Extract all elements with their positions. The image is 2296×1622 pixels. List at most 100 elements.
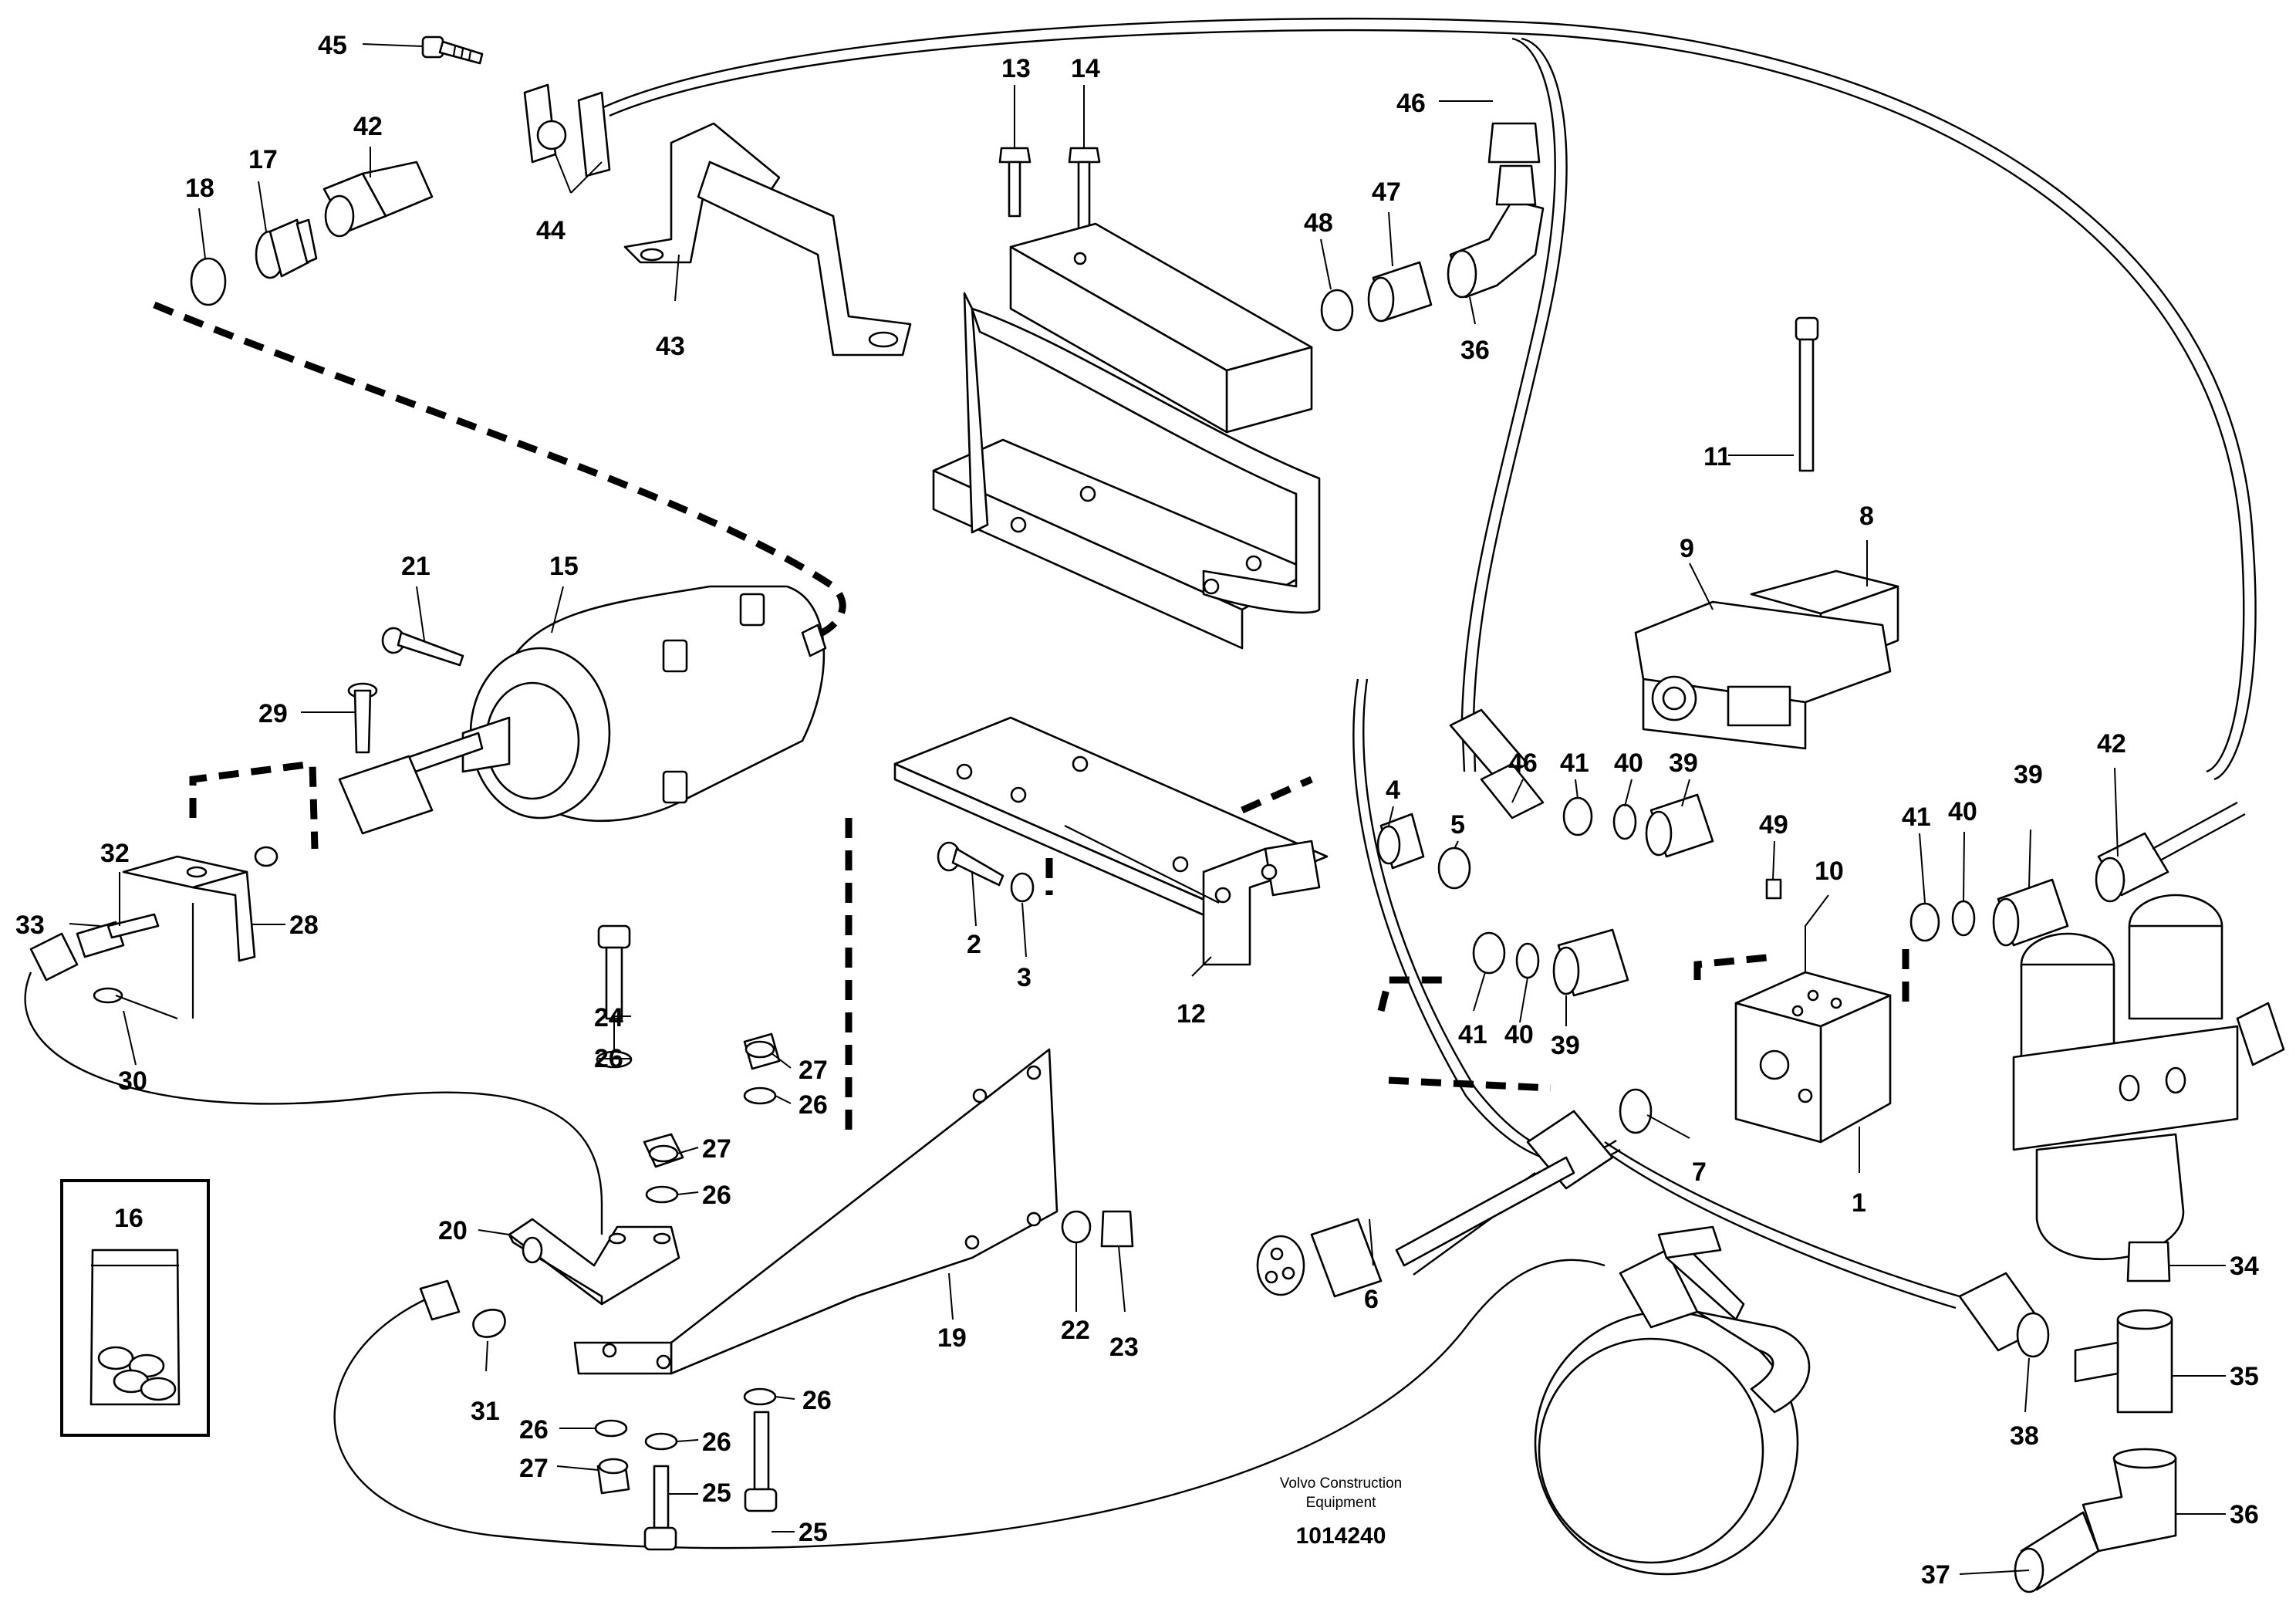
nipple-39-b: [1552, 928, 1629, 997]
callout-14: 14: [1071, 54, 1100, 83]
fitting-46-top: [1487, 122, 1541, 206]
callout-12: 12: [1177, 999, 1206, 1029]
dashed-routings: [153, 301, 1909, 1142]
callout-11: 11: [1703, 442, 1731, 471]
callout-39: 39: [1669, 748, 1698, 778]
callout-26d: 26: [802, 1386, 832, 1415]
nut-23: [1100, 1210, 1134, 1248]
callout-32: 32: [100, 839, 130, 868]
callout-22: 22: [1061, 1316, 1090, 1345]
fitting-38: [1958, 1272, 2050, 1358]
callout-44: 44: [536, 216, 566, 245]
callout-26e: 26: [519, 1415, 549, 1445]
washer-5: [1437, 846, 1471, 890]
o-ring-48: [1320, 289, 1354, 332]
callout-36: 36: [1460, 336, 1490, 365]
clip-31: [472, 1309, 506, 1338]
callout-38: 38: [2010, 1421, 2039, 1451]
callout-47: 47: [1372, 177, 1401, 207]
callout-19: 19: [937, 1323, 967, 1353]
callout-34: 34: [2230, 1252, 2259, 1281]
fitting-42: [322, 161, 434, 238]
washer-3: [1010, 872, 1035, 903]
lower-plate: [893, 716, 1329, 920]
nipple-39-a: [1645, 793, 1714, 858]
nut-27-a: [643, 1133, 684, 1168]
washer-26-d: [594, 1419, 628, 1438]
bracket-20: [508, 1218, 680, 1306]
callout-25b: 25: [799, 1518, 828, 1547]
callout-20: 20: [438, 1216, 468, 1245]
nipple-47: [1367, 261, 1433, 323]
o-ring-40-b: [1515, 942, 1540, 979]
bolt-25-a: [643, 1465, 677, 1551]
solenoid-9: [1634, 600, 1892, 750]
callout-3: 3: [1017, 963, 1032, 992]
callout-15: 15: [549, 552, 579, 581]
elbow-36-bottom: [2082, 1448, 2177, 1553]
credit-line-1: Volvo Construction: [1280, 1475, 1402, 1492]
callout-45: 45: [318, 31, 347, 60]
callout-16: 16: [114, 1204, 144, 1233]
callout-26b: 26: [799, 1090, 828, 1120]
callout-10: 10: [1815, 857, 1844, 886]
sensor-6: [1256, 1110, 1614, 1298]
callout-18: 18: [185, 174, 214, 203]
bolt-25-b: [744, 1411, 778, 1512]
cable-end-20: [419, 1279, 461, 1321]
o-ring-18: [190, 257, 227, 306]
washer-22: [1061, 1210, 1092, 1244]
callout-26c: 26: [702, 1181, 731, 1210]
callout-7: 7: [1692, 1157, 1707, 1187]
pin-29: [347, 682, 378, 754]
accumulator: [2012, 894, 2285, 1260]
callout-41c: 41: [1902, 803, 1931, 832]
kit-16: [60, 1179, 210, 1437]
callout-17: 17: [248, 145, 278, 174]
washer-41-b: [1472, 931, 1506, 975]
washer-26-f: [743, 1387, 777, 1406]
callout-43: 43: [656, 332, 685, 361]
screw-11: [1795, 316, 1819, 472]
callout-46b: 46: [1508, 748, 1538, 778]
nipple-39-c: [1992, 878, 2069, 947]
callout-24: 24: [594, 1003, 623, 1032]
fitting-46-mid: [1449, 708, 1545, 819]
callout-21: 21: [401, 552, 430, 581]
callout-8: 8: [1859, 502, 1874, 531]
callout-46: 46: [1396, 89, 1426, 118]
nipple-34: [2126, 1241, 2171, 1282]
bracket-28: [122, 855, 256, 1019]
credit-line-2: Equipment: [1306, 1495, 1377, 1511]
callout-13: 13: [1001, 54, 1031, 83]
callout-40: 40: [1614, 748, 1643, 778]
callout-27c: 27: [519, 1454, 549, 1483]
split-pin-30: [93, 987, 178, 1020]
screw-21: [381, 627, 464, 667]
callout-27b: 27: [702, 1134, 731, 1164]
callout-6: 6: [1364, 1285, 1379, 1314]
o-ring-40-a: [1612, 803, 1637, 840]
callout-36b: 36: [2230, 1500, 2259, 1529]
callout-42: 42: [353, 112, 383, 141]
callout-49: 49: [1759, 810, 1788, 840]
callout-5: 5: [1450, 810, 1465, 840]
bracket-43: [623, 122, 912, 357]
screw-45: [421, 35, 484, 65]
callout-41: 41: [1560, 748, 1589, 778]
callout-25a: 25: [702, 1478, 731, 1508]
callout-35: 35: [2230, 1362, 2259, 1391]
callout-48: 48: [1304, 208, 1333, 238]
bolt-2: [937, 841, 1004, 887]
callout-2: 2: [967, 930, 981, 959]
bracket-19: [573, 1048, 1059, 1375]
nut-27-b: [743, 1032, 781, 1070]
valve-block-1: [1734, 971, 1892, 1144]
o-ring-40-c: [1951, 900, 1976, 937]
washer-26-b: [645, 1185, 679, 1204]
credit-block: Volvo Construction Equipment 1014240: [1280, 1475, 1402, 1549]
callout-39b: 39: [1551, 1031, 1580, 1060]
washer-26-c: [743, 1086, 777, 1105]
callout-31: 31: [471, 1397, 500, 1426]
